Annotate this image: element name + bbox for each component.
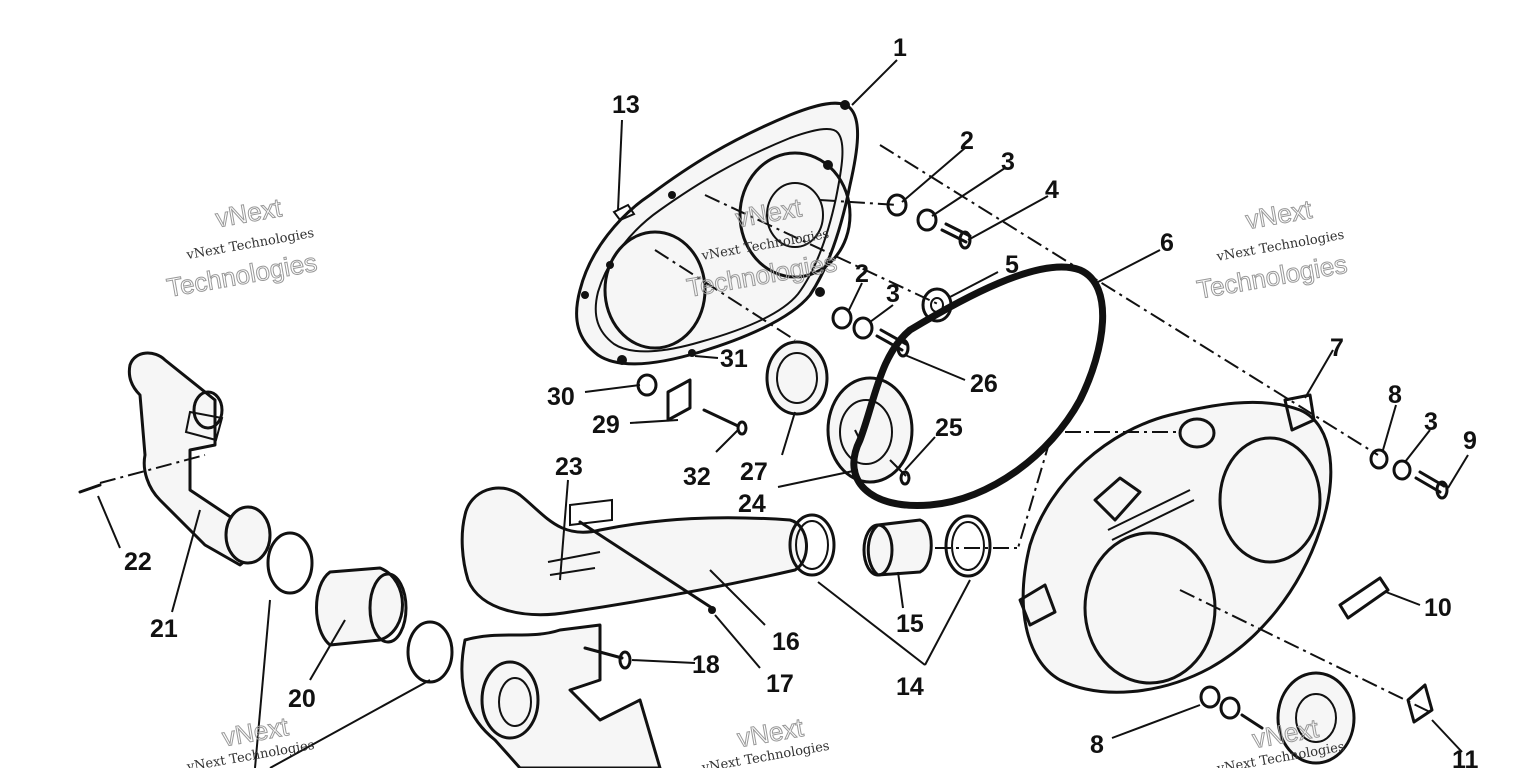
clamp-lower-center (406, 620, 454, 684)
coupler-15 (862, 518, 933, 577)
washers-bolt-right (1369, 448, 1449, 500)
callout-31: 31 (720, 345, 748, 373)
callout-4: 4 (1045, 176, 1059, 204)
clamp-left-14 (788, 513, 836, 577)
callout-2b: 2 (855, 260, 869, 288)
intake-duct (460, 486, 808, 617)
callout-21: 21 (150, 615, 178, 643)
callout-22: 22 (124, 548, 152, 576)
callout-24: 24 (738, 490, 766, 518)
watermark-left: vNext vNext Technologies Technologies (164, 192, 320, 304)
decal-11 (1406, 683, 1434, 724)
svg-text:vNext: vNext (1243, 194, 1314, 235)
callout-16: 16 (772, 628, 800, 656)
callout-30: 30 (547, 383, 575, 411)
decal-13 (612, 203, 636, 222)
gasket-24 (826, 376, 914, 486)
outer-clutch-cover (1018, 393, 1333, 694)
callout-15: 15 (896, 610, 924, 638)
callout-6: 6 (1160, 229, 1174, 257)
watermark-right: vNext vNext Technologies Technologies (1194, 193, 1350, 305)
callout-27: 27 (740, 458, 768, 486)
callout-25: 25 (935, 414, 963, 442)
clamp-left-lower (266, 531, 314, 595)
callout-3c: 3 (886, 280, 900, 308)
clamp-right-14 (944, 514, 992, 578)
callout-20: 20 (288, 685, 316, 713)
callout-7: 7 (1330, 334, 1344, 362)
callout-18: 18 (692, 651, 720, 679)
leader-lines (97, 59, 1469, 768)
callout-32: 32 (683, 463, 711, 491)
washers-bolts-upper (831, 193, 972, 358)
callout-9: 9 (1463, 427, 1477, 455)
seal-27 (765, 340, 829, 416)
callout-10: 10 (1424, 594, 1452, 622)
washers-lower-right (1199, 671, 1356, 765)
callout-14: 14 (896, 673, 924, 701)
callout-1: 1 (893, 34, 907, 62)
watermark-bottom-center: vNext vNext Technologies (700, 712, 831, 768)
watermark-bottom-left: vNext vNext Technologies (185, 711, 316, 768)
callout-5: 5 (1005, 251, 1019, 279)
drive-belt (850, 263, 1107, 510)
callout-23: 23 (555, 453, 583, 481)
decal-10 (1338, 576, 1390, 620)
callout-17: 17 (766, 670, 794, 698)
callout-8: 8 (1388, 381, 1402, 409)
callout-3: 3 (1001, 148, 1015, 176)
callout-2: 2 (960, 127, 974, 155)
callout-8b: 8 (1090, 731, 1104, 759)
svg-text:vNext: vNext (213, 192, 284, 233)
callout-3b: 3 (1424, 408, 1438, 436)
coupler-20 (315, 566, 408, 647)
callout-13: 13 (612, 91, 640, 119)
inner-cover-plate (575, 100, 859, 366)
callout-26: 26 (970, 370, 998, 398)
callout-11: 11 (1452, 746, 1479, 768)
lower-mount-bracket (460, 623, 662, 768)
screw-22 (78, 483, 102, 494)
callout-29: 29 (592, 411, 620, 439)
intake-hose-21 (127, 351, 272, 567)
